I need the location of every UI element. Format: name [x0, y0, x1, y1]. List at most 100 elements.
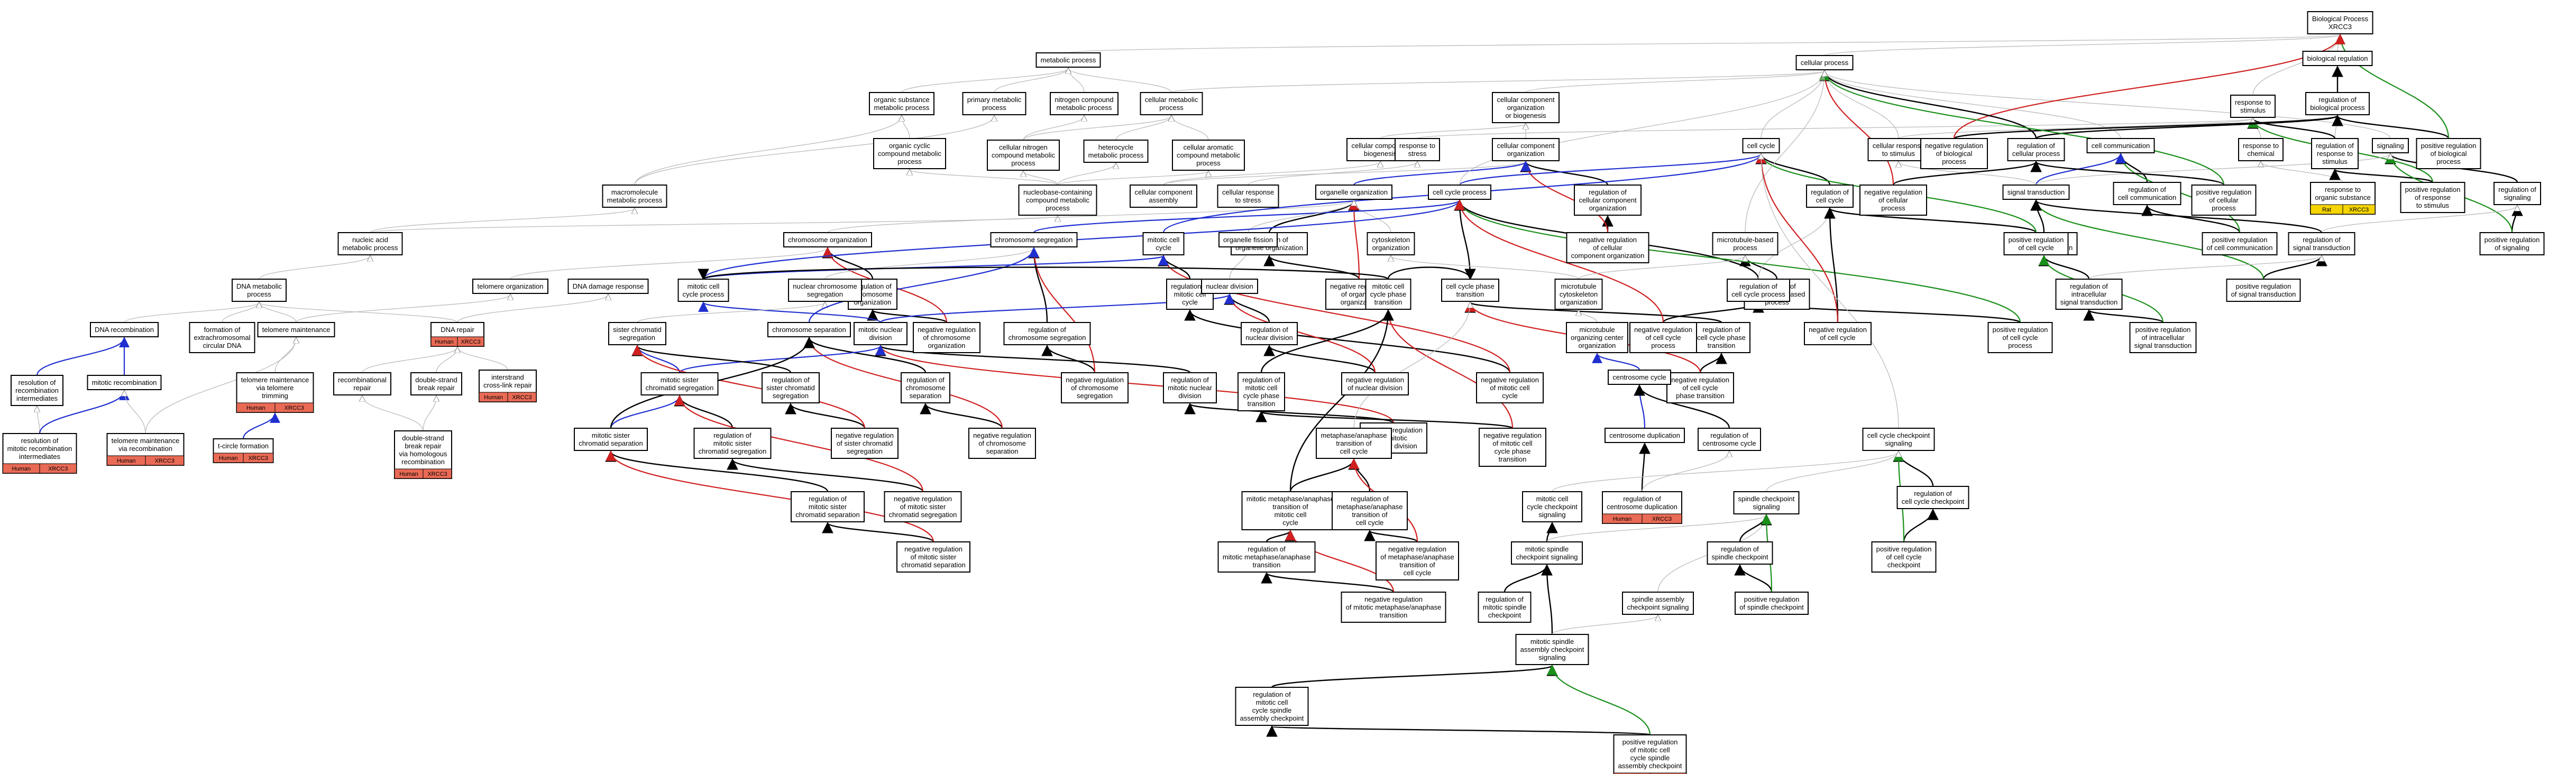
go-term-node[interactable]: centrosome duplication: [1605, 428, 1685, 443]
go-term-node[interactable]: signal transduction: [2002, 185, 2070, 200]
go-term-node[interactable]: cell communication: [2086, 138, 2155, 153]
go-term-node[interactable]: metabolic process: [1035, 52, 1101, 68]
go-term-node[interactable]: biological regulation: [2302, 51, 2373, 66]
go-term-node[interactable]: mitotic recombination: [87, 375, 162, 390]
go-term-node[interactable]: telomere maintenance: [257, 322, 335, 337]
go-term-node[interactable]: telomere organization: [472, 279, 548, 294]
go-term-node[interactable]: regulation ofmetaphase/anaphasetransitio…: [1332, 491, 1408, 530]
go-term-node[interactable]: chromosome separation: [767, 322, 851, 337]
go-term-node[interactable]: chromosome organization: [783, 232, 872, 247]
go-term-node[interactable]: signaling: [2372, 138, 2409, 153]
go-term-node[interactable]: centrosome cycle: [1608, 370, 1671, 385]
